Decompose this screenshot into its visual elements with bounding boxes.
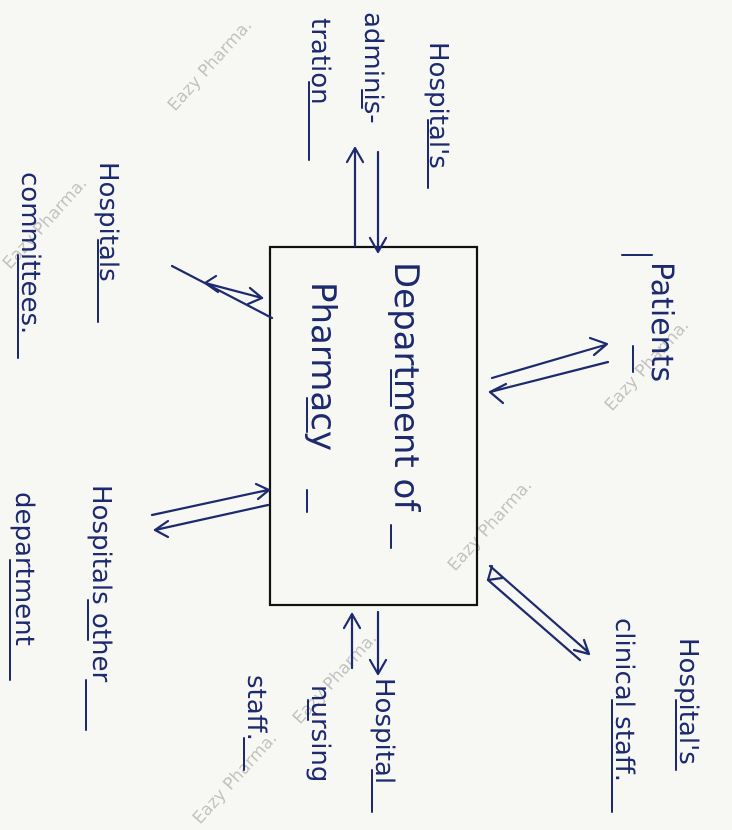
arrow-committees	[170, 264, 274, 320]
label-patients: Patients	[644, 262, 679, 382]
label-other-dept-2: department	[9, 492, 39, 646]
label-other-dept-1: Hospitals other	[86, 485, 116, 682]
label-clinical-2: clinical staff.	[609, 618, 639, 782]
arrows	[150, 146, 610, 676]
label-underlines	[9, 81, 677, 813]
watermark: Eazy Pharma.	[164, 16, 257, 116]
center-underlines	[306, 369, 392, 549]
label-nursing-2: nursing	[305, 685, 335, 782]
label-clinical-1: Hospital's	[673, 638, 703, 765]
arrow-patients	[488, 336, 610, 405]
center-title-line1: Department of	[386, 262, 426, 512]
label-nursing-3: staff.	[241, 675, 271, 741]
arrow-other-department	[150, 482, 271, 539]
pharmacy-department-box	[268, 245, 479, 607]
center-title-line2: Pharmacy	[303, 282, 343, 451]
watermark: Eazy Pharma.	[444, 476, 537, 576]
label-nursing-1: Hospital	[369, 678, 399, 784]
arrow-nursing	[342, 610, 388, 676]
arrow-clinical	[486, 564, 591, 662]
watermarks: Eazy Pharma. Eazy Pharma. Eazy Pharma. E…	[0, 16, 693, 829]
watermark: Eazy Pharma.	[189, 729, 282, 829]
arrow-administration	[345, 146, 388, 254]
label-committees-2: committees.	[15, 172, 45, 334]
